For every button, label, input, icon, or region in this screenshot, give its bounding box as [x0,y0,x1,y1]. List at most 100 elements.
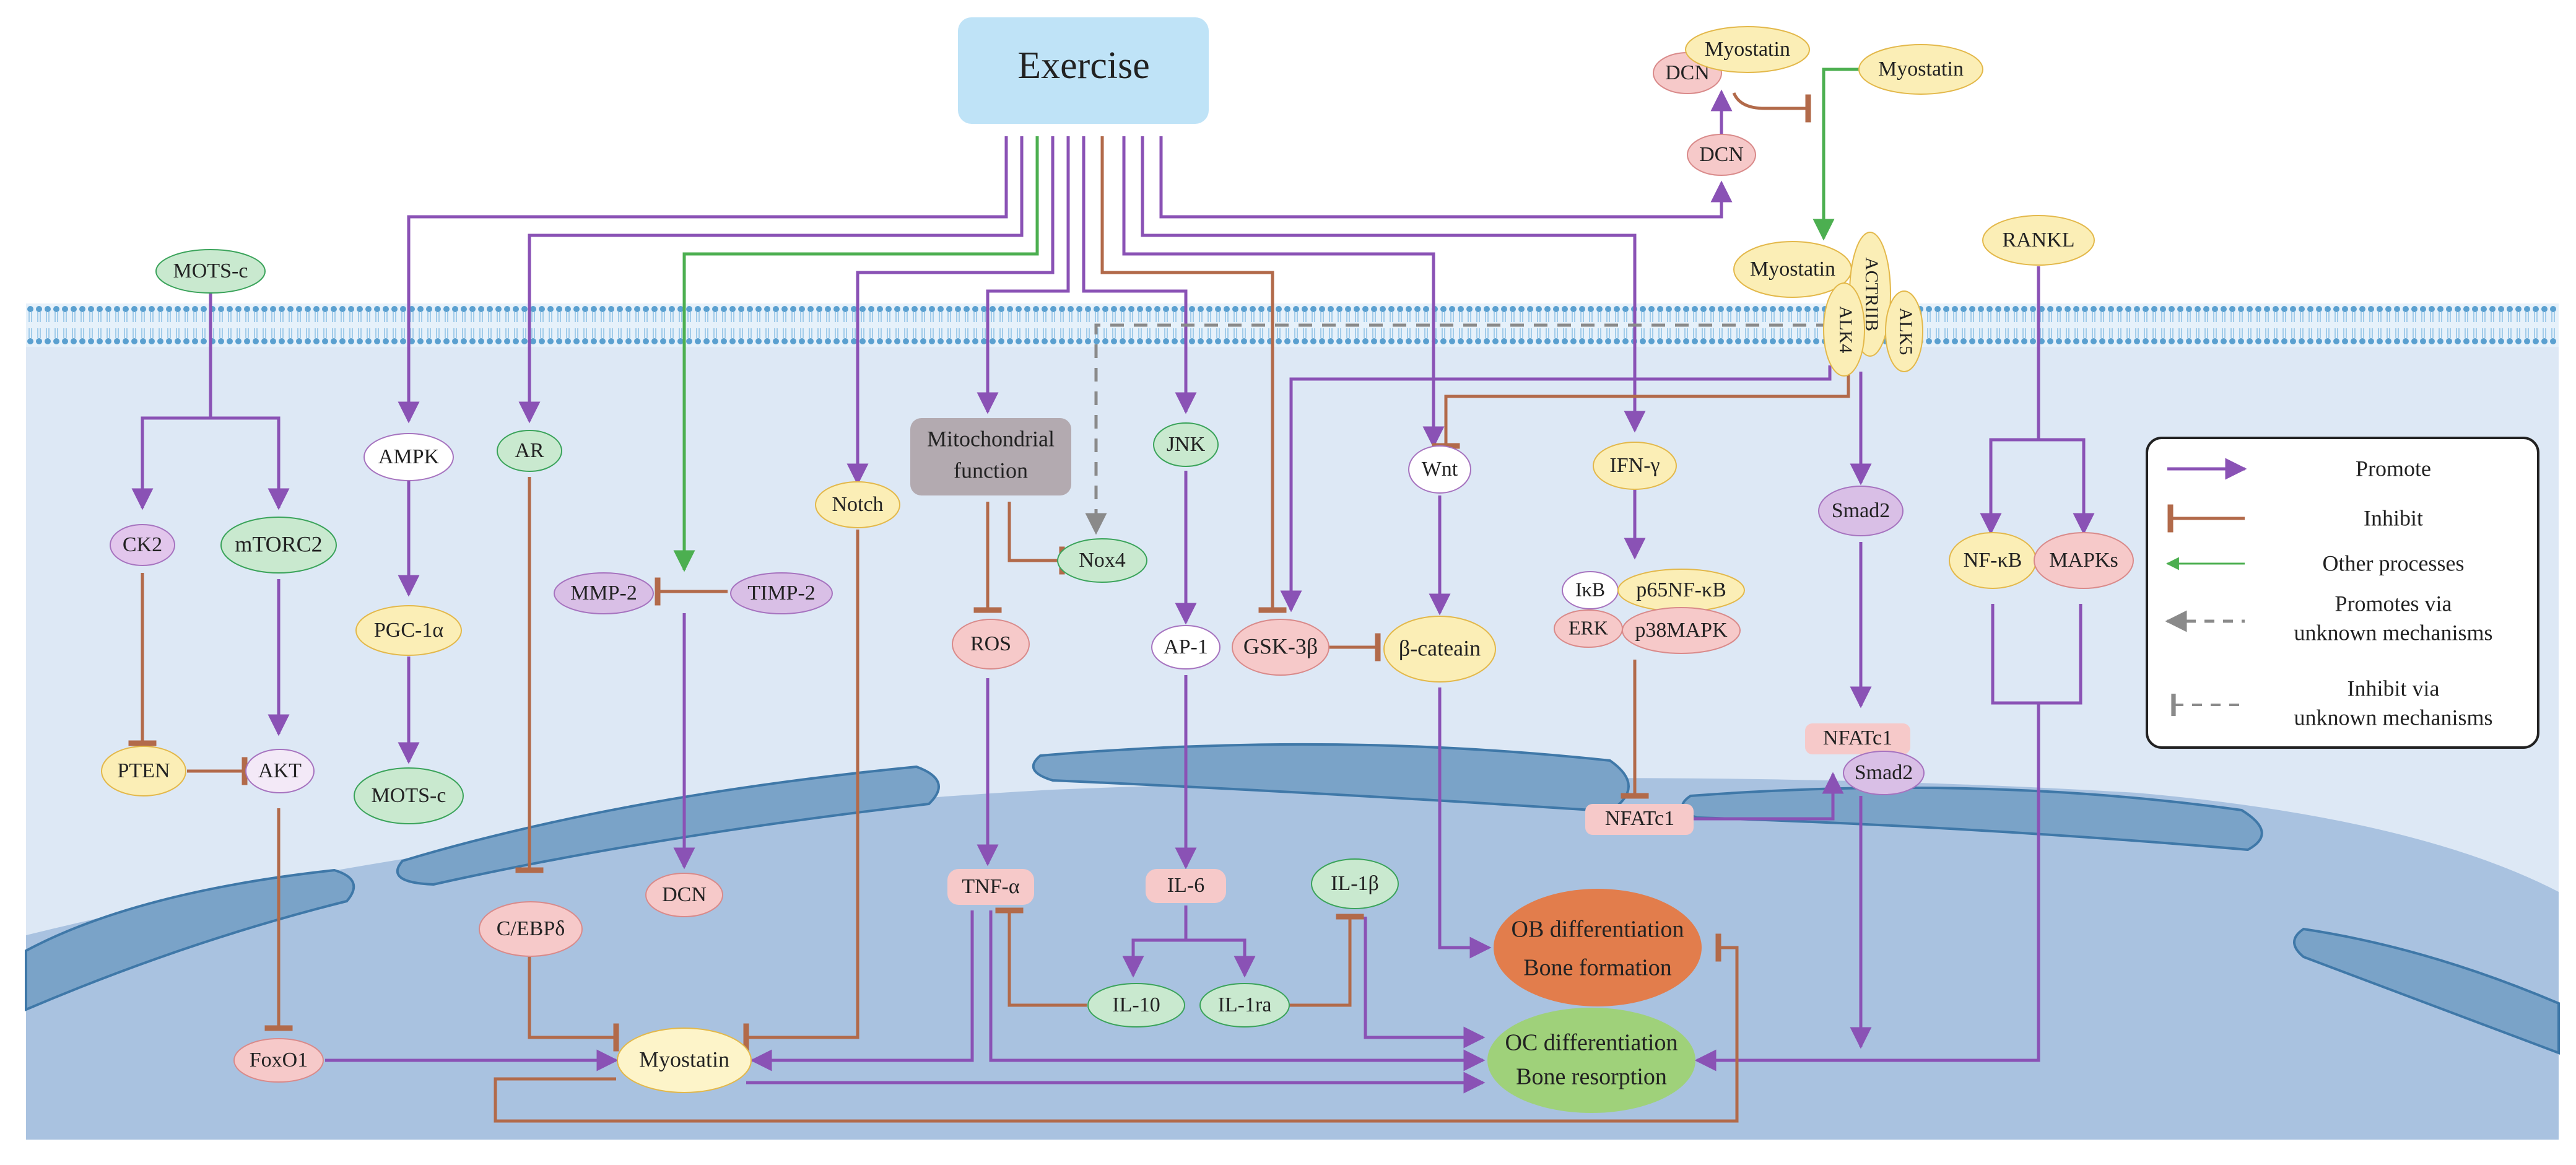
svg-text:CK2: CK2 [123,533,162,556]
ifng-node: IFN-γ [1593,442,1677,490]
svg-text:Myostatin: Myostatin [639,1047,729,1071]
svg-text:OC differentiation: OC differentiation [1505,1030,1678,1056]
il10-inhibit-tnfa-line [995,907,1087,1007]
svg-text:MAPKs: MAPKs [2049,549,2118,572]
myostatin-to-receptor-arrow [1812,68,1861,241]
tnfa-node: TNF-α [947,869,1034,905]
legend: Promote Inhibit Other processes Promotes… [2146,437,2539,749]
il1b-node: IL-1β [1311,858,1399,909]
legend-promote-unknown-label-2: unknown mechanisms [2294,620,2493,645]
cebpd-node: C/EBPδ [479,901,583,957]
exercise-inhibit-gsk3b-line [1100,136,1287,613]
myostatin-center-node: Myostatin [617,1028,752,1093]
ck2-node: CK2 [110,524,175,566]
svg-text:Myostatin: Myostatin [1750,258,1835,281]
svg-text:Nox4: Nox4 [1079,549,1126,572]
receptor-to-nox4-dashed-arrow [1085,323,1830,535]
cell-membrane-lipids [26,303,2559,347]
svg-text:Smad2: Smad2 [1832,499,1890,522]
exercise-to-notch-arrow [846,136,1055,486]
exercise-box [958,17,1209,124]
svg-text:Myostatin: Myostatin [1878,58,1964,81]
legend-inhibit-label: Inhibit [2364,505,2423,530]
svg-text:AR: AR [515,439,544,462]
svg-text:function: function [954,458,1028,482]
ar-node: AR [497,430,562,472]
svg-text:ERK: ERK [1569,616,1608,639]
exercise-to-wnt-arrow [1122,136,1445,448]
svg-text:Smad2: Smad2 [1855,761,1913,784]
notch-node: Notch [815,481,900,528]
mapks-node: MAPKs [2034,532,2134,589]
nuclear-envelope-segment [396,765,940,886]
il10-node: IL-10 [1087,983,1185,1028]
motsc-to-mtorc2-arrow [211,416,290,510]
ros-node: ROS [952,619,1030,670]
nox4-node: Nox4 [1057,538,1147,583]
svg-text:MMP-2: MMP-2 [570,582,637,604]
nfkb-node: NF-κB [1949,532,2037,589]
il6-node: IL-6 [1146,869,1226,903]
nuclear-envelope-segment [25,868,355,1012]
myostatin-receptor-complex: Myostatin ACTRIIB ALK4 ALK5 [1733,232,1923,377]
svg-text:ALK5: ALK5 [1895,308,1916,356]
notch-inhibit-myostatin-line [743,530,859,1052]
nfkb-mapks-merge-line [1991,604,2082,705]
svg-text:ACTRIIB: ACTRIIB [1861,257,1882,331]
svg-text:p38MAPK: p38MAPK [1635,619,1728,642]
svg-text:IL-10: IL-10 [1112,993,1160,1016]
akt-node: AKT [245,749,315,793]
exercise-to-dcn-arrow [1159,136,1733,219]
rankl-node: RANKL [1982,215,2095,266]
motsc-to-ck2-arrow [131,288,212,510]
svg-text:DCN: DCN [1699,143,1744,166]
svg-text:p65NF-κB: p65NF-κB [1636,578,1726,601]
svg-text:JNK: JNK [1167,433,1206,456]
motsc-bottom-node: MOTS-c [354,767,464,824]
nuclear-envelope-segment [2293,927,2560,1055]
il6-to-il1ra-arrow [1186,938,1256,978]
foxo1-node: FoxO1 [233,1038,324,1083]
exercise-to-ar-arrow [518,136,1024,424]
myostatin-free-node: Myostatin [1858,44,1983,95]
timp2-node: TIMP-2 [730,572,833,614]
svg-text:TIMP-2: TIMP-2 [747,582,816,604]
legend-promote-label: Promote [2356,456,2431,481]
svg-text:GSK-3β: GSK-3β [1243,634,1318,658]
svg-text:AP-1: AP-1 [1164,635,1208,658]
ampk-node: AMPK [363,433,454,481]
mito-inhibit-nox4-line [1007,502,1065,575]
receptor-to-gsk3b-arrow [1280,365,1832,613]
dcn-top-node: DCN [1687,134,1756,176]
tnfa-to-oc-arrow [989,910,1486,1071]
il1b-to-oc-arrow [1364,917,1486,1049]
svg-text:NFATc1: NFATc1 [1823,726,1892,749]
svg-text:PTEN: PTEN [118,759,170,782]
oc-outcome-node: OC differentiation Bone resorption [1487,1008,1695,1113]
gsk3b-node: GSK-3β [1232,619,1329,676]
receptor-inhibit-wnt-line [1432,365,1850,449]
jnk-node: JNK [1153,422,1219,467]
rankl-to-nfkb-arrow [1980,266,2040,535]
legend-promote-unknown-label-1: Promotes via [2335,591,2452,616]
svg-text:ALK4: ALK4 [1835,306,1856,354]
pgc1a-node: PGC-1α [355,605,462,656]
svg-text:RANKL: RANKL [2002,229,2074,251]
exercise-to-ifng-arrow [1141,136,1646,433]
svg-text:IL-1β: IL-1β [1331,872,1379,895]
svg-text:IFN-γ: IFN-γ [1609,454,1660,477]
exercise-to-ampk-arrow [398,136,1008,424]
svg-text:Mitochondrial: Mitochondrial [927,426,1055,451]
il1ra-node: IL-1ra [1199,983,1290,1028]
myostatin-dcn-complex: DCN Myostatin [1653,26,1810,94]
svg-text:TNF-α: TNF-α [962,875,1020,898]
il1ra-inhibit-il1b-line [1287,914,1364,1007]
svg-text:IL-6: IL-6 [1167,874,1204,897]
svg-text:FoxO1: FoxO1 [250,1049,308,1071]
legend-inhibit-unknown-label-1: Inhibit via [2348,676,2440,700]
nfatc1-upper-node: NFATc1 [1805,723,1910,754]
svg-text:β-cateain: β-cateain [1399,635,1481,660]
wnt-node: Wnt [1408,445,1471,494]
smad2-nuclear-node: Smad2 [1843,751,1925,795]
